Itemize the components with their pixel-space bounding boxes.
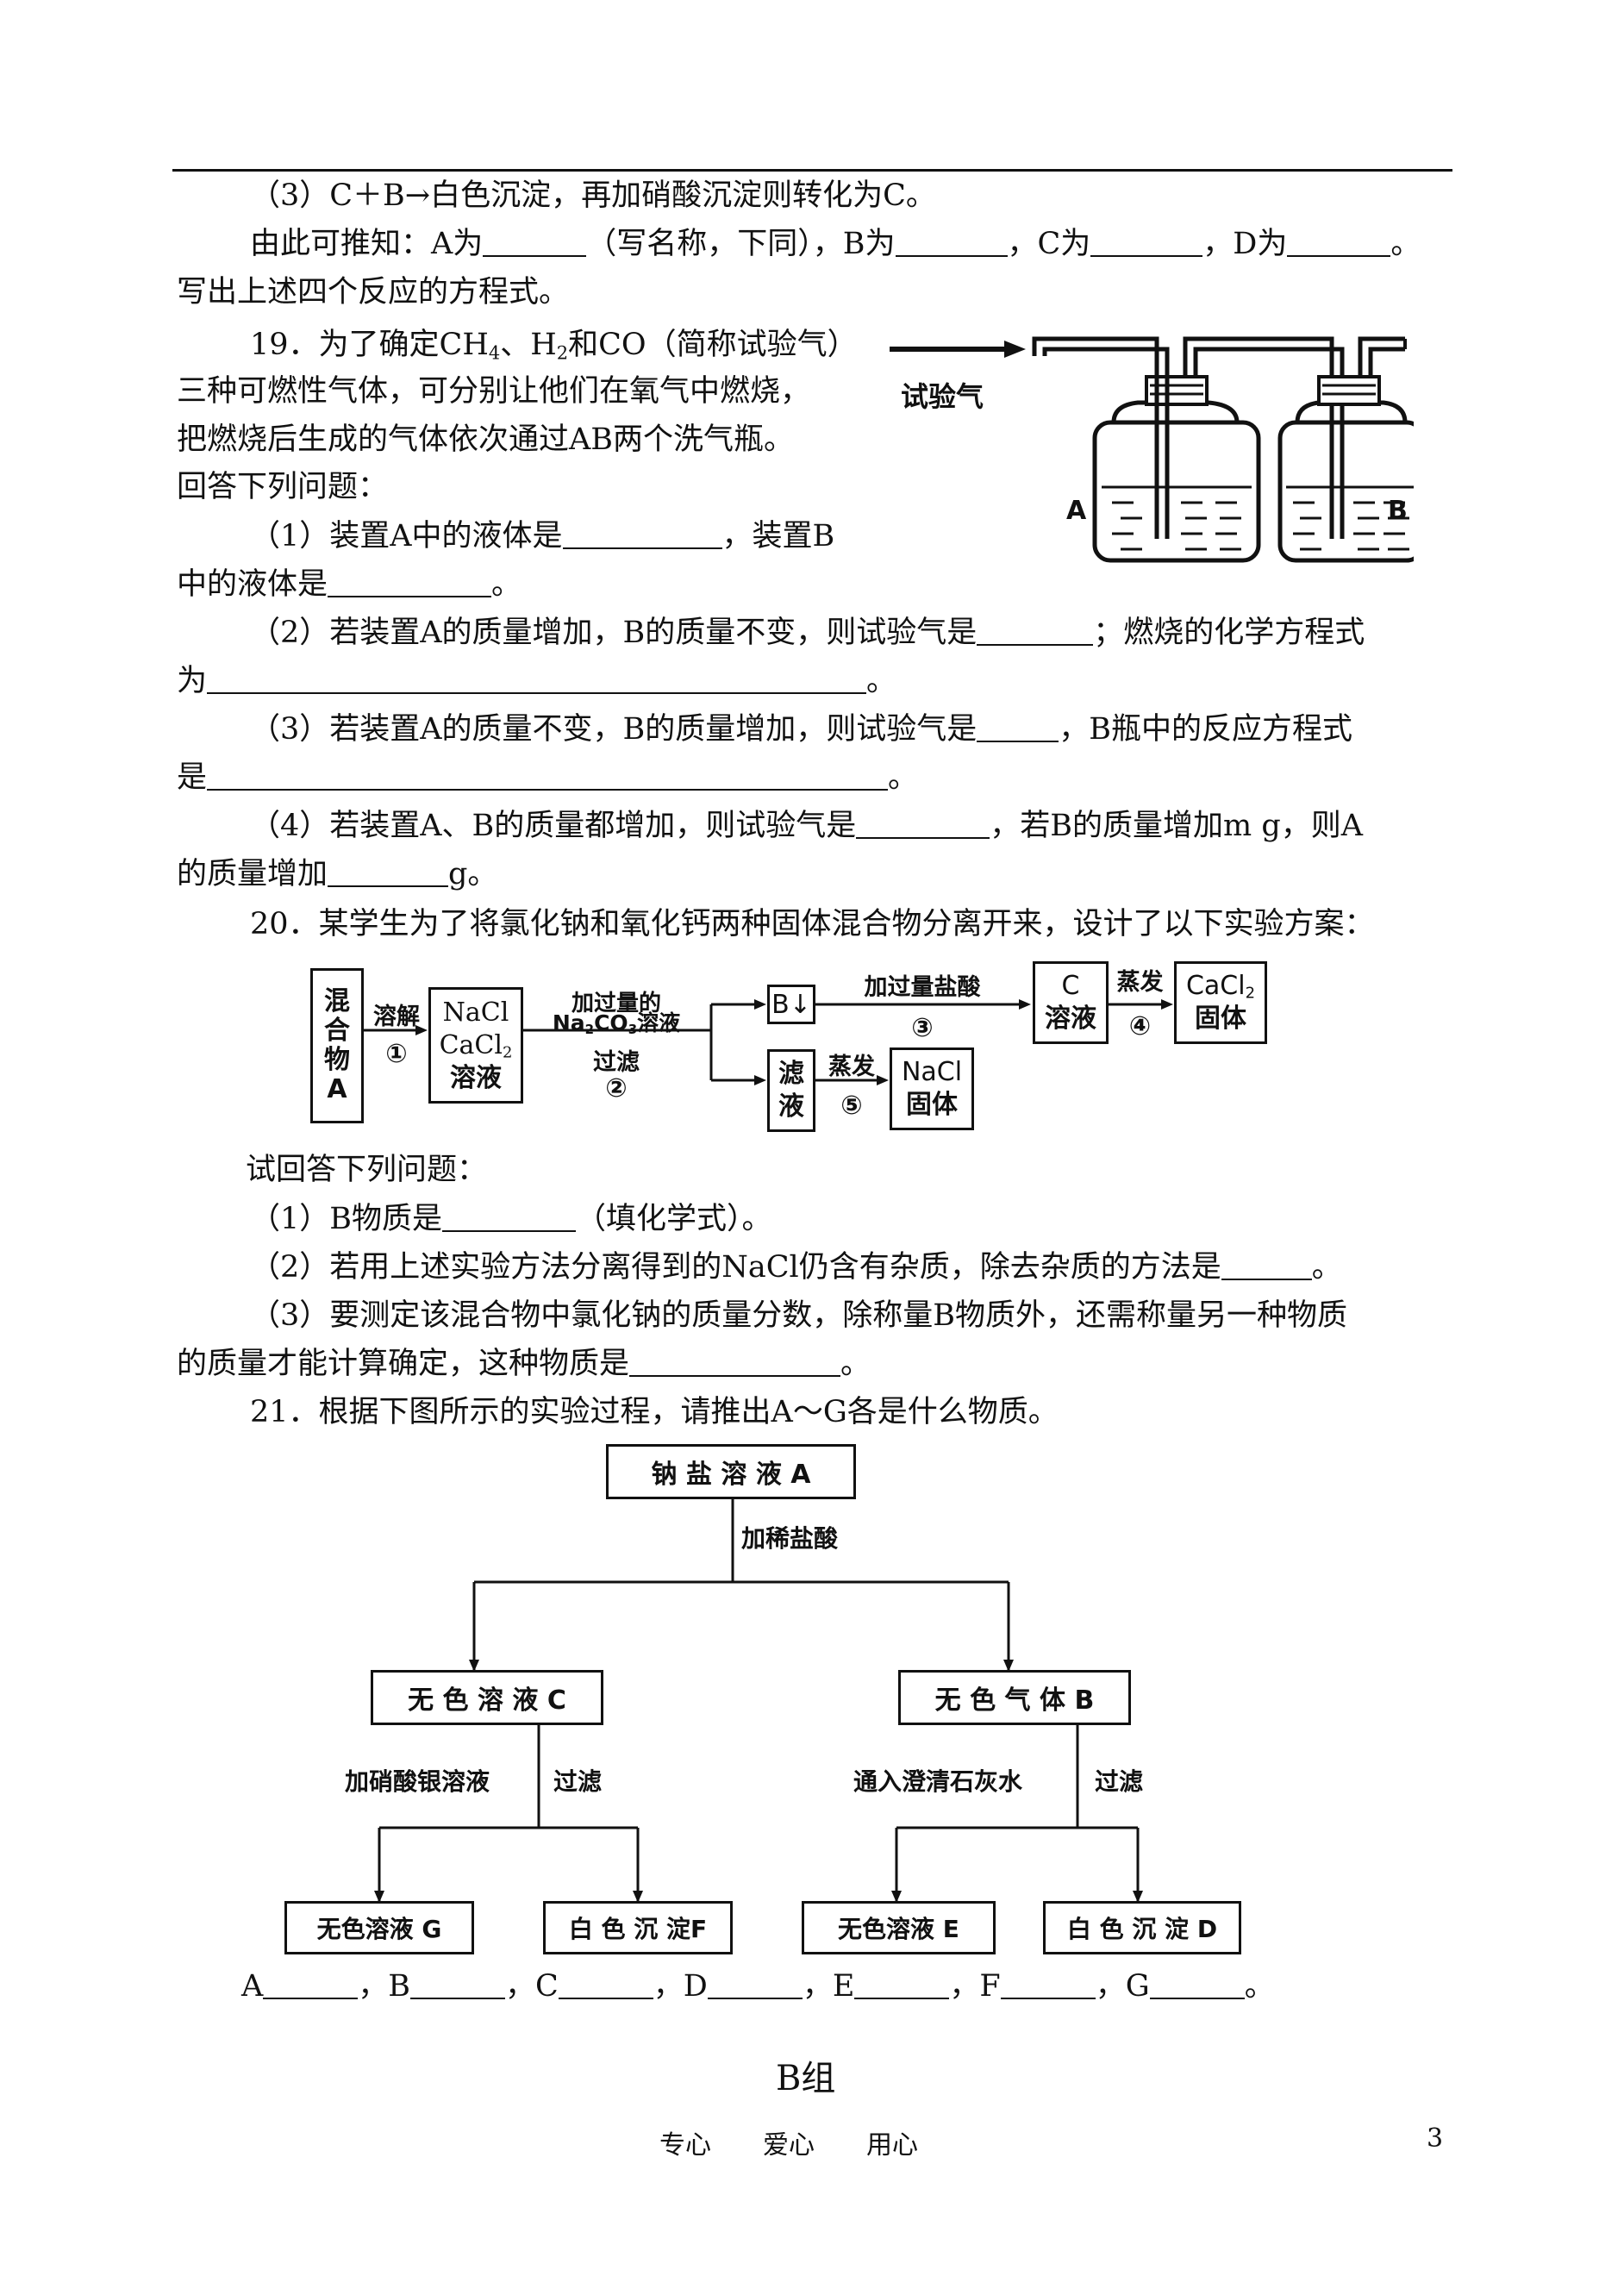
step-3: ③ xyxy=(911,1013,934,1043)
q19-line2: 三种可燃性气体，可分别让他们在氧气中燃烧， xyxy=(177,374,811,409)
q19-sub1: （1）装置A中的液体是，装置B xyxy=(250,519,835,553)
colorless-solution-c-box: 无 色 溶 液 C xyxy=(371,1670,603,1725)
answer-blank-b-liquid[interactable] xyxy=(328,570,492,597)
answer-blank-gas-2[interactable] xyxy=(977,618,1094,646)
reagent-label: 加过量的 xyxy=(571,991,661,1016)
q18-part3: （3）C＋B→白色沉淀，再加硝酸沉淀则转化为C。 xyxy=(250,178,936,213)
bottle-b xyxy=(1277,420,1425,563)
q20-intro: 20．某学生为了将氯化钠和氧化钙两种固体混合物分离开来，设计了以下实验方案： xyxy=(250,907,1375,941)
answer-blank-substance[interactable] xyxy=(629,1349,841,1377)
evaporate-label-1: 蒸发 xyxy=(1116,969,1164,996)
q20-ask: 试回答下列问题： xyxy=(246,1153,488,1187)
right-filter-label: 过滤 xyxy=(1095,1767,1144,1796)
answer-blank-a-liquid[interactable] xyxy=(562,522,722,549)
answer-blank-a[interactable] xyxy=(483,229,587,257)
stopper-b xyxy=(1317,375,1381,406)
answer-blank-21a[interactable] xyxy=(263,1972,359,1999)
footer-motto: 专心 爱心 用心 xyxy=(659,2130,918,2161)
q21-intro: 21．根据下图所示的实验过程，请推出A～G各是什么物质。 xyxy=(250,1395,1059,1429)
bottle-a-label: A xyxy=(1066,496,1087,526)
answer-blank-b[interactable] xyxy=(895,229,1008,257)
answer-blank-equation-2[interactable] xyxy=(207,666,867,694)
white-precipitate-d-box: 白 色 沉 淀 D xyxy=(1043,1901,1241,1954)
q19-sub4: （4）若装置A、B的质量都增加，则试验气是，若B的质量增加m g，则A xyxy=(250,809,1363,843)
step-1: ① xyxy=(385,1039,408,1069)
answer-blank-mass[interactable] xyxy=(328,860,449,887)
limewater-label: 通入澄清石灰水 xyxy=(853,1767,1023,1796)
step-2: ② xyxy=(605,1073,628,1104)
colorless-gas-b-box: 无 色 气 体 B xyxy=(898,1670,1131,1725)
step-5: ⑤ xyxy=(840,1091,863,1121)
header-rule xyxy=(172,169,1452,172)
q19-sub3-cont: 是。 xyxy=(177,760,919,795)
q19-sub2: （2）若装置A的质量增加，B的质量不变，则试验气是；燃烧的化学方程式 xyxy=(250,616,1365,650)
q20-sub3: （3）要测定该混合物中氯化钠的质量分数，除称量B物质外，还需称量另一种物质 xyxy=(250,1298,1347,1333)
add-silver-nitrate-label: 加硝酸银溶液 xyxy=(345,1767,490,1796)
q18-infer-line: 由此可推知：A为（写名称，下同），B为，C为，D为。 xyxy=(250,227,1421,261)
answer-blank-gas-3[interactable] xyxy=(977,715,1059,742)
bottle-a xyxy=(1092,420,1261,563)
answer-blank-equation-3[interactable] xyxy=(207,763,889,791)
nacl-cacl2-solution-box: NaCl CaCl2 溶液 xyxy=(428,987,523,1104)
na2co3-label: Na2CO3溶液 xyxy=(552,1010,681,1037)
answer-blank-21c[interactable] xyxy=(558,1972,653,1999)
answer-blank-gas-4[interactable] xyxy=(856,811,990,839)
answer-blank-b-formula[interactable] xyxy=(442,1204,576,1232)
bottle-b-label: B xyxy=(1388,496,1408,526)
evaporate-label-2: 蒸发 xyxy=(828,1054,875,1080)
add-dilute-hcl-label: 加稀盐酸 xyxy=(741,1524,839,1553)
q20-sub3-cont: 的质量才能计算确定，这种物质是。 xyxy=(177,1347,871,1381)
filtrate-box: 滤液 xyxy=(767,1049,815,1132)
q19-sub1-cont: 中的液体是。 xyxy=(177,567,522,602)
section-heading-group-b: B组 xyxy=(776,2059,836,2098)
q19-line1: 19．为了确定CH4、H2和CO（简称试验气） xyxy=(250,328,858,364)
answer-blank-c[interactable] xyxy=(1090,229,1203,257)
left-filter-label: 过滤 xyxy=(553,1767,603,1796)
dissolve-label: 溶解 xyxy=(373,1004,420,1030)
q19-line4: 回答下列问题： xyxy=(177,470,389,504)
precipitate-b-box: B↓ xyxy=(767,985,815,1024)
sodium-salt-solution-a-box: 钠 盐 溶 液 A xyxy=(606,1444,856,1499)
page-number: 3 xyxy=(1427,2123,1444,2154)
q19-sub3: （3）若装置A的质量不变，B的质量增加，则试验气是，B瓶中的反应方程式 xyxy=(250,712,1353,747)
wash-bottle-figure: 试验气 A B xyxy=(888,323,1425,573)
q21-answer-line: A，B，C，D，E，F，G。 xyxy=(241,1969,1275,2004)
hcl-label: 加过量盐酸 xyxy=(864,974,981,1001)
answer-blank-21b[interactable] xyxy=(410,1972,506,1999)
q19-line3: 把燃烧后生成的气体依次通过AB两个洗气瓶。 xyxy=(177,422,794,457)
q18-write-equations: 写出上述四个反应的方程式。 xyxy=(177,275,570,310)
step-4: ④ xyxy=(1128,1011,1152,1041)
filter-label: 过滤 xyxy=(593,1049,640,1076)
white-precipitate-f-box: 白 色 沉 淀F xyxy=(543,1901,733,1954)
answer-blank-purify[interactable] xyxy=(1221,1253,1312,1280)
inference-tree-diagram: 钠 盐 溶 液 A 加稀盐酸 无 色 溶 液 C 无 色 气 体 B 加硝酸银溶… xyxy=(276,1444,1250,1954)
colorless-solution-e-box: 无色溶液 E xyxy=(802,1901,996,1954)
q19-sub2-cont: 为。 xyxy=(177,664,897,698)
test-gas-label: 试验气 xyxy=(901,380,984,413)
arrow-head xyxy=(1004,341,1026,358)
q20-sub1: （1）B物质是（填化学式）。 xyxy=(250,1202,772,1236)
answer-blank-21g[interactable] xyxy=(1149,1972,1245,1999)
q20-sub2: （2）若用上述实验方法分离得到的NaCl仍含有杂质，除去杂质的方法是。 xyxy=(250,1250,1342,1285)
colorless-solution-g-box: 无色溶液 G xyxy=(284,1901,474,1954)
answer-blank-21f[interactable] xyxy=(1000,1972,1096,1999)
answer-blank-d[interactable] xyxy=(1287,229,1391,257)
answer-blank-21e[interactable] xyxy=(854,1972,950,1999)
answer-blank-21d[interactable] xyxy=(707,1972,803,1999)
